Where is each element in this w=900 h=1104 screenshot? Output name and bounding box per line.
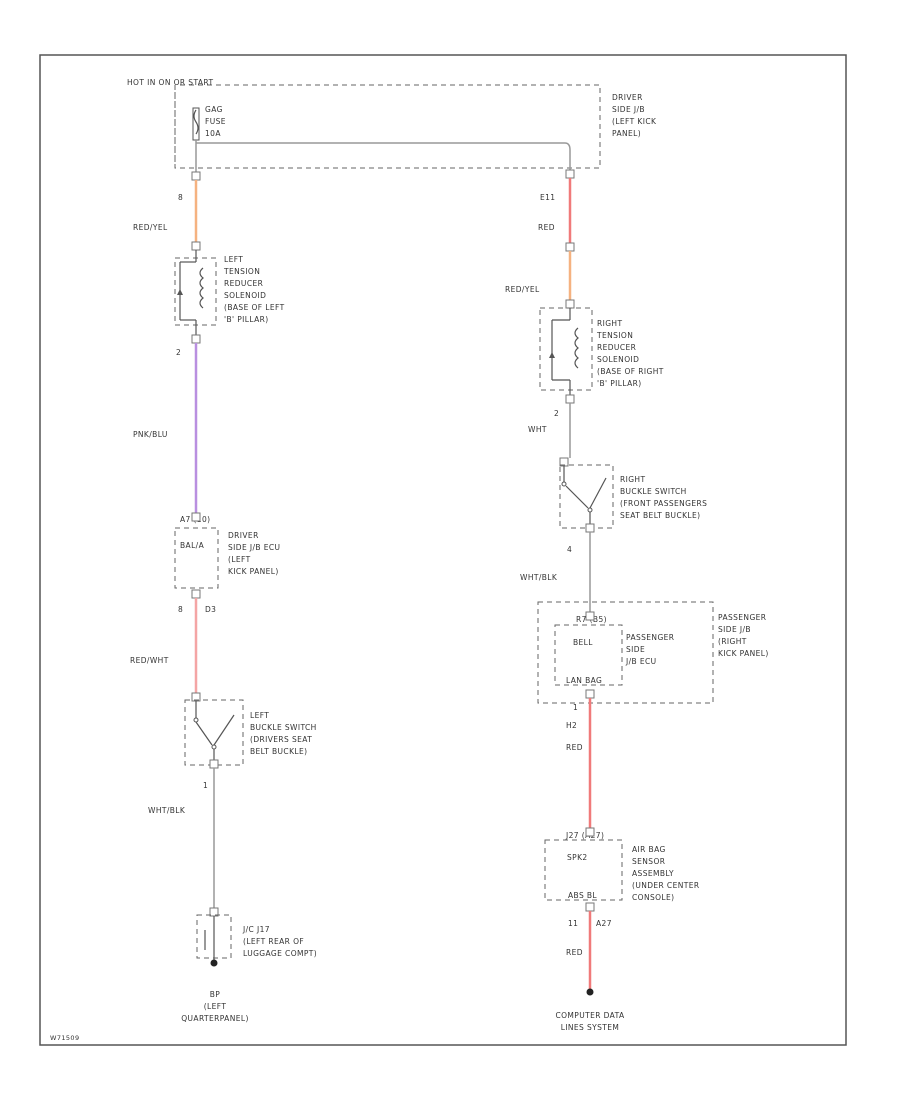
sensor-name: SPK2 — [567, 853, 588, 862]
fuse-symbol — [192, 107, 200, 141]
right-buckle-1: RIGHT — [620, 475, 645, 484]
footer-code: W71509 — [50, 1034, 80, 1042]
data-line-endpoint — [586, 988, 594, 996]
right-wire1-label: RED — [538, 223, 555, 232]
left-junction-3: LUGGAGE COMPT) — [243, 949, 317, 958]
left-buckle-1: LEFT — [250, 711, 269, 720]
driver-jb-3: (LEFT KICK — [612, 117, 657, 126]
right-ecu-desc-2: SIDE — [626, 645, 645, 654]
left-buckle-2: BUCKLE SWITCH — [250, 723, 317, 732]
right-wire5-label: RED — [566, 948, 583, 957]
right-solenoid-6: 'B' PILLAR) — [597, 379, 642, 388]
left-buckle-3: (DRIVERS SEAT — [250, 735, 312, 744]
sensor-desc-3: ASSEMBLY — [632, 869, 674, 878]
sensor-pin2: A27 — [596, 919, 612, 928]
left-solenoid-symbol — [177, 250, 204, 335]
right-buckle-2: BUCKLE SWITCH — [620, 487, 687, 496]
left-buckle-pin: 1 — [203, 781, 208, 790]
right-buckle-switch-symbol — [561, 466, 607, 524]
sensor-pin: 11 — [568, 919, 578, 928]
left-solenoid-6: 'B' PILLAR) — [224, 315, 269, 324]
left-buckle-box — [184, 699, 244, 766]
left-wire3-label: RED/WHT — [130, 656, 169, 665]
sensor-desc-2: SENSOR — [632, 857, 665, 866]
pass-jb-3: (RIGHT — [718, 637, 747, 646]
left-ecu-desc-2: SIDE J/B ECU — [228, 543, 280, 552]
driver-jb-4: PANEL) — [612, 129, 641, 138]
left-junction-2: (LEFT REAR OF — [243, 937, 304, 946]
diagram-frame — [39, 54, 847, 1046]
hot-box-outline — [174, 84, 601, 169]
pass-jb-4: KICK PANEL) — [718, 649, 769, 658]
fuse-bus-wire — [196, 142, 571, 170]
right-ecu-box — [554, 624, 623, 686]
right-buckle-3: (FRONT PASSENGERS — [620, 499, 707, 508]
right-solenoid-2: TENSION — [596, 331, 633, 340]
right-wire2-label: WHT — [528, 425, 547, 434]
left-ground-dot — [210, 959, 218, 967]
left-solenoid-3: REDUCER — [224, 279, 263, 288]
left-wire1-label: RED/YEL — [133, 223, 168, 232]
left-junction-box — [196, 914, 232, 959]
left-solenoid-1: LEFT — [224, 255, 243, 264]
right-ecu-bottom: LAN BAG — [566, 676, 602, 685]
data-line-1: COMPUTER DATA — [555, 1011, 625, 1020]
left-buckle-4: BELT BUCKLE) — [250, 747, 307, 756]
sensor-desc-5: CONSOLE) — [632, 893, 674, 902]
right-solenoid-symbol — [549, 308, 579, 395]
right-ecu-name: BELL — [573, 638, 593, 647]
fuse-label-3: 10A — [205, 129, 221, 138]
left-ecu-desc-1: DRIVER — [228, 531, 259, 540]
right-solenoid-3: REDUCER — [597, 343, 636, 352]
left-solenoid-box — [174, 257, 217, 326]
left-ground-1: BP — [210, 990, 221, 999]
driver-jb-2: SIDE J/B — [612, 105, 645, 114]
left-solenoid-5: (BASE OF LEFT — [224, 303, 285, 312]
left-ecu-name: BAL/A — [180, 541, 205, 550]
sensor-desc-1: AIR BAG — [632, 845, 666, 854]
right-pin-top: E11 — [540, 193, 555, 202]
left-ecu-desc-4: KICK PANEL) — [228, 567, 279, 576]
pass-jb-2: SIDE J/B — [718, 625, 751, 634]
right-ecu-desc-3: J/B ECU — [625, 657, 657, 666]
right-pin-bottom: 2 — [554, 409, 559, 418]
left-ground-3: QUARTERPANEL) — [181, 1014, 249, 1023]
right-wire3-label: WHT/BLK — [520, 573, 558, 582]
right-ecu-pin2: H2 — [566, 721, 577, 730]
left-ground-2: (LEFT — [204, 1002, 227, 1011]
right-solenoid-5: (BASE OF RIGHT — [597, 367, 664, 376]
left-wire2-label: PNK/BLU — [133, 430, 168, 439]
left-ecu-desc-3: (LEFT — [228, 555, 251, 564]
left-ecu-pin: 8 — [178, 605, 183, 614]
sensor-bottom: ABS BL — [568, 891, 597, 900]
left-ecu-box — [174, 527, 219, 589]
pass-jb-1: PASSENGER — [718, 613, 766, 622]
right-solenoid-4: SOLENOID — [597, 355, 639, 364]
right-wire1b-label: RED/YEL — [505, 285, 540, 294]
left-pin-bottom: 2 — [176, 348, 181, 357]
right-buckle-box — [559, 464, 614, 529]
fuse-label-2: FUSE — [205, 117, 226, 126]
left-solenoid-2: TENSION — [223, 267, 260, 276]
left-wire4-label: WHT/BLK — [148, 806, 186, 815]
hot-label: HOT IN ON OR START — [127, 78, 213, 87]
data-line-2: LINES SYSTEM — [561, 1023, 620, 1032]
right-ecu-pin: 1 — [573, 703, 578, 712]
right-wire4-label: RED — [566, 743, 583, 752]
right-solenoid-1: RIGHT — [597, 319, 622, 328]
sensor-desc-4: (UNDER CENTER — [632, 881, 699, 890]
left-junction-1: J/C J17 — [242, 925, 270, 934]
right-buckle-pin: 4 — [567, 545, 572, 554]
left-pin-top: 8 — [178, 193, 183, 202]
sensor-conn: J27 (A27) — [565, 831, 604, 840]
left-solenoid-4: SOLENOID — [224, 291, 266, 300]
driver-jb-1: DRIVER — [612, 93, 643, 102]
right-ecu-desc-1: PASSENGER — [626, 633, 674, 642]
left-ecu-pin2: D3 — [205, 605, 216, 614]
left-buckle-switch-symbol — [193, 701, 235, 760]
sensor-box — [544, 839, 623, 901]
right-buckle-4: SEAT BELT BUCKLE) — [620, 511, 700, 520]
fuse-label-1: GAG — [205, 105, 223, 114]
